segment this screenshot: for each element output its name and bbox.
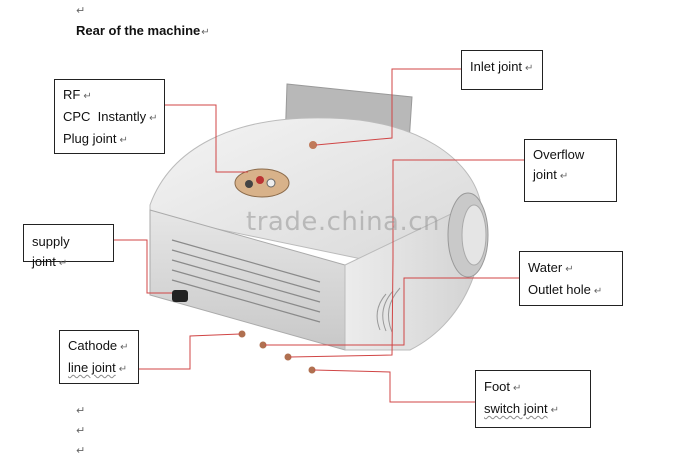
paragraph-mark: ↵ [565,264,574,275]
leader-supply [114,239,172,294]
callout-line: Inlet joint [470,59,523,74]
page-title-text: Rear of the machine [76,23,201,38]
paragraph-mark: ↵ [201,27,210,38]
callout-line: CPC Instantly [63,109,147,124]
callout-supply-joint: supply joint↵ [23,224,114,269]
port-cathode [238,330,246,338]
callout-line: Water [528,260,563,275]
leader-cathode [139,333,241,370]
paragraph-mark: ↵ [513,383,522,394]
paragraph-mark: ↵ [559,171,569,182]
paragraph-mark: ↵ [550,405,559,416]
paragraph-mark: ↵ [76,405,86,417]
leader-lines [114,68,524,403]
paragraph-mark: ↵ [76,445,86,457]
paragraph-mark: ↵ [118,364,128,375]
page-title: Rear of the machine↵ [76,23,210,38]
callout-overflow-joint: Overflow joint↵ [524,139,617,202]
leader-inlet [315,68,461,146]
leader-foot [313,369,475,403]
callout-line: Overflow [533,147,585,162]
port-overflow [284,353,292,361]
supply-socket [172,290,188,302]
callout-foot-switch: Foot↵ switch joint↵ [475,370,591,428]
callout-inlet-joint: Inlet joint↵ [461,50,543,90]
port-foot [308,366,316,374]
callout-line: Foot [484,379,511,394]
callout-cathode-joint: Cathode↵ line joint↵ [59,330,139,384]
port-water [259,341,267,349]
paragraph-mark: ↵ [119,135,128,146]
callout-line: line joint [68,360,116,375]
paragraph-mark: ↵ [76,425,86,437]
leader-rf [164,104,248,173]
paragraph-mark: ↵ [83,91,92,102]
leader-overflow [289,159,524,358]
paragraph-mark: ↵ [149,113,158,124]
callout-line: Cathode [68,338,118,353]
paragraph-mark: ↵ [120,342,129,353]
paragraph-mark: ↵ [593,286,603,297]
callout-rf-cpc: RF↵ CPC Instantly↵ Plug joint↵ [54,79,165,154]
leader-water [265,277,519,346]
callout-line: Outlet hole [528,282,591,297]
paragraph-mark: ↵ [525,63,534,74]
watermark: trade.china.cn [246,207,441,237]
callout-line: Plug joint [63,131,117,146]
callout-line: switch joint [484,401,548,416]
paragraph-mark: ↵ [76,5,86,17]
vent-grille [171,239,321,323]
side-vents [376,287,401,333]
callout-water-outlet: Water↵ Outlet hole↵ [519,251,623,306]
callout-line: supply joint [32,234,70,269]
inlet-port [309,141,317,149]
callout-line: joint [533,167,557,182]
callout-line: RF [63,87,81,102]
paragraph-mark: ↵ [58,258,68,269]
top-shell [149,117,481,269]
